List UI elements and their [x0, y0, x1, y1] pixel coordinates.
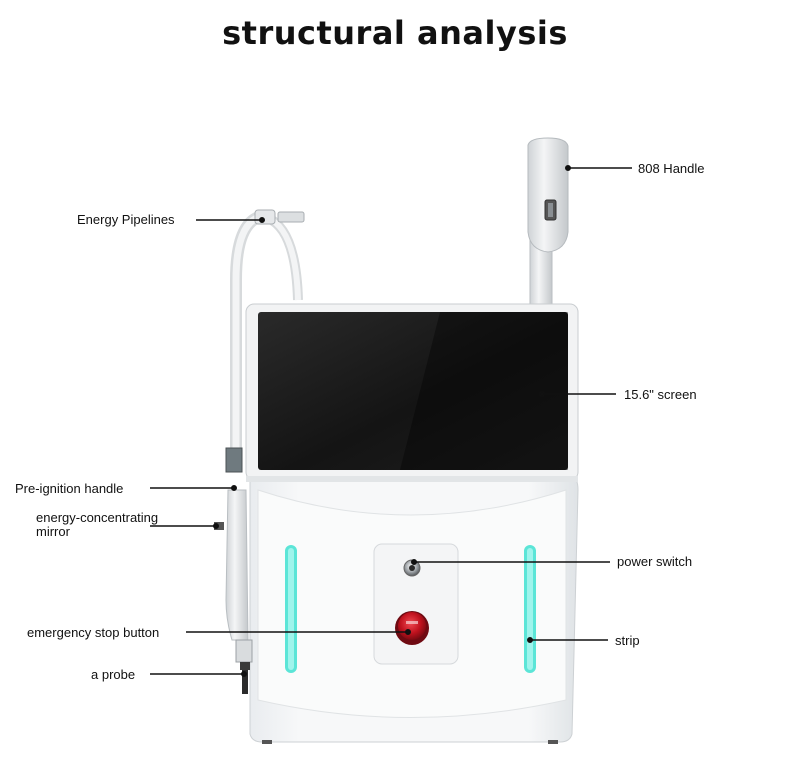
label-probe: a probe	[91, 667, 136, 682]
energy-pipeline	[230, 209, 305, 470]
label-emergency-stop-button: emergency stop button	[27, 625, 160, 640]
label-mirror-line1: energy-concentrating	[36, 510, 159, 525]
callout-lines	[150, 165, 632, 677]
control-panel	[373, 543, 459, 665]
handle-808	[527, 137, 569, 305]
led-strips	[285, 545, 536, 673]
screen	[245, 303, 579, 482]
label-strip: strip	[615, 633, 640, 648]
label-power-switch: power switch	[617, 554, 693, 569]
label-screen: 15.6" screen	[624, 387, 697, 402]
label-mirror-line2: mirror	[36, 524, 70, 539]
page-title: structural analysis	[222, 14, 568, 52]
label-energy-pipelines: Energy Pipelines	[77, 212, 175, 227]
label-pre-ignition-handle: Pre-ignition handle	[15, 481, 124, 496]
pre-ignition-handle	[214, 447, 253, 694]
label-808-handle: 808 Handle	[638, 161, 705, 176]
